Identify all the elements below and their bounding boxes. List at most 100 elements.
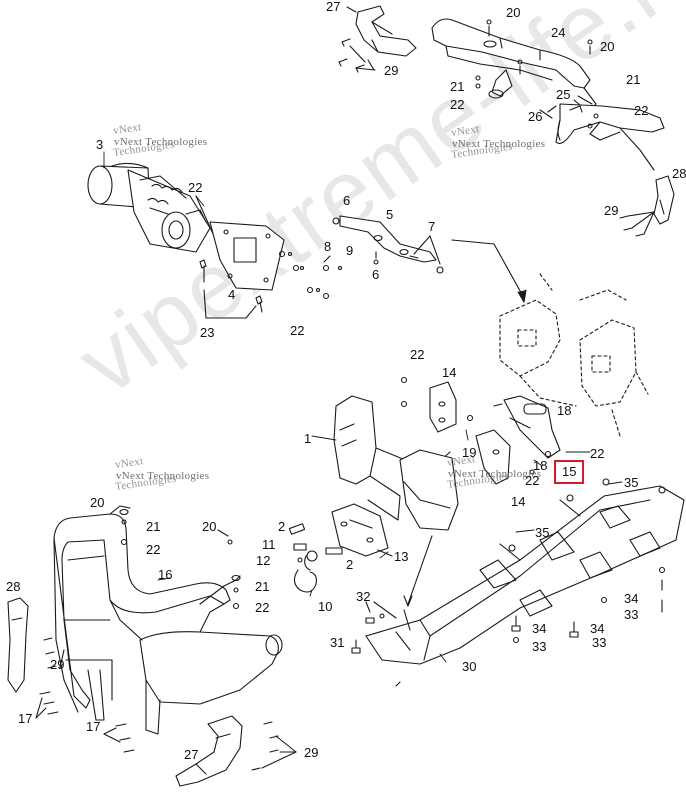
callout-30: 30 <box>462 659 477 674</box>
callout-18-top: 18 <box>557 403 572 418</box>
callout-23: 23 <box>200 325 215 340</box>
callout-1: 1 <box>304 431 312 446</box>
callout-17-mid: 17 <box>86 719 101 734</box>
bracket-18-top <box>494 396 560 458</box>
callout-2-top: 2 <box>278 519 286 534</box>
callout-9: 9 <box>346 243 354 258</box>
callout-21-mid: 21 <box>255 579 270 594</box>
callout-22-bracket: 22 <box>590 446 605 461</box>
winch-mount-plate-4 <box>210 222 284 290</box>
screws-29-top-right <box>620 212 654 236</box>
callout-20-top: 20 <box>506 5 521 20</box>
callout-22-winch: 22 <box>188 180 203 195</box>
callout-34-a: 34 <box>532 621 547 636</box>
fairlead-bracket-5 <box>333 216 443 273</box>
callout-31: 31 <box>330 635 345 650</box>
bolts-23 <box>200 260 262 318</box>
callout-11: 11 <box>262 537 276 552</box>
callout-29-bottom: 29 <box>304 745 319 760</box>
callout-22-top: 22 <box>450 97 465 112</box>
callout-26: 26 <box>528 109 543 124</box>
callout-7: 7 <box>428 219 436 234</box>
callout-22-lower: 22 <box>525 473 540 488</box>
shackle-hook-10 <box>294 551 317 592</box>
callout-34-b: 34 <box>624 591 639 606</box>
assembly-arrow-top <box>452 240 526 302</box>
hand-guard-part-28-left <box>8 598 28 692</box>
bracket-14-lower <box>476 418 551 484</box>
skid-bolts-33-34 <box>509 479 665 643</box>
brand-watermark-3: vNext vNext Technologies Technologies <box>114 455 210 493</box>
callout-33-a: 33 <box>532 639 547 654</box>
callout-20-mid: 20 <box>202 519 217 534</box>
callout-29-right: 29 <box>604 203 619 218</box>
screws-29-top <box>339 39 375 72</box>
callout-8: 8 <box>324 239 332 254</box>
callout-5: 5 <box>386 207 394 222</box>
callout-13: 13 <box>394 549 409 564</box>
callout-leaders <box>104 152 622 662</box>
callout-33-c: 33 <box>592 635 607 650</box>
callout-35-left: 35 <box>535 525 550 540</box>
callout-4: 4 <box>228 287 236 302</box>
callout-35-right: 35 <box>624 475 639 490</box>
callout-24: 24 <box>551 25 566 40</box>
mount-plate-13 <box>332 504 392 556</box>
callout-14-lower: 14 <box>511 494 526 509</box>
callout-27-top: 27 <box>326 0 341 14</box>
callout-34-c: 34 <box>590 621 605 636</box>
winch-part-3 <box>88 163 210 252</box>
callout-21-left: 21 <box>146 519 161 534</box>
leader-7 <box>414 236 440 264</box>
skid-plate-part-30 <box>366 486 684 664</box>
callout-32: 32 <box>356 589 371 604</box>
hand-guard-part-28-top-right <box>654 176 674 224</box>
hand-guard-part-27-bottom <box>176 716 242 786</box>
skid-bolts-31-32 <box>352 602 400 686</box>
brand-watermark-4: vNext vNext Technologies Technologies <box>446 453 542 491</box>
callout-22-mid: 22 <box>255 600 270 615</box>
callout-22-mount: 22 <box>410 347 425 362</box>
callout-20-right: 20 <box>600 39 615 54</box>
callout-22-plate: 22 <box>290 323 305 338</box>
brand-watermark-2: vNext vNext Technologies Technologies <box>450 123 546 161</box>
screws-29-left <box>44 638 64 668</box>
pins-2-11-12 <box>289 524 342 562</box>
callout-10: 10 <box>318 599 333 614</box>
callout-29-left: 29 <box>50 657 65 672</box>
callout-21-right: 21 <box>626 72 641 87</box>
front-bumper-part-24 <box>432 19 664 170</box>
callout-21-top: 21 <box>450 79 465 94</box>
fasteners-top-right <box>476 20 598 128</box>
callout-6-bottom: 6 <box>372 267 380 282</box>
callout-19: 19 <box>462 445 477 460</box>
callout-28-left: 28 <box>6 579 21 594</box>
vehicle-frame-outline <box>500 274 648 436</box>
callout-22-left: 22 <box>146 542 161 557</box>
callout-29-top: 29 <box>384 63 399 78</box>
hand-guard-part-27-top <box>356 6 416 56</box>
bumper-fasteners-left <box>120 510 240 609</box>
callout-27-bottom: 27 <box>184 747 199 762</box>
callout-25: 25 <box>556 87 571 102</box>
assembly-arrow-bottom <box>404 536 432 606</box>
callout-22-right: 22 <box>634 103 649 118</box>
callout-28-top: 28 <box>672 166 686 181</box>
callout-16: 16 <box>158 567 173 582</box>
washers-8-9 <box>280 252 342 299</box>
tow-bracket-14-top <box>402 378 473 433</box>
callout-14-top: 14 <box>442 365 457 380</box>
front-bumper-part-16 <box>54 506 282 734</box>
callout-18-lower: 18 <box>533 458 548 473</box>
screws-29-bottom <box>252 722 296 770</box>
callout-2-bottom: 2 <box>346 557 354 572</box>
callout-17-left: 17 <box>18 711 33 726</box>
front-protector-part-1 <box>334 396 458 530</box>
callout-3: 3 <box>96 137 104 152</box>
callout-6-top: 6 <box>343 193 351 208</box>
callout-33-b: 33 <box>624 607 639 622</box>
brand-watermark-1: vNext vNext Technologies Technologies <box>112 121 208 159</box>
callout-15-highlighted: 15 <box>554 460 585 484</box>
callout-12: 12 <box>256 553 271 568</box>
